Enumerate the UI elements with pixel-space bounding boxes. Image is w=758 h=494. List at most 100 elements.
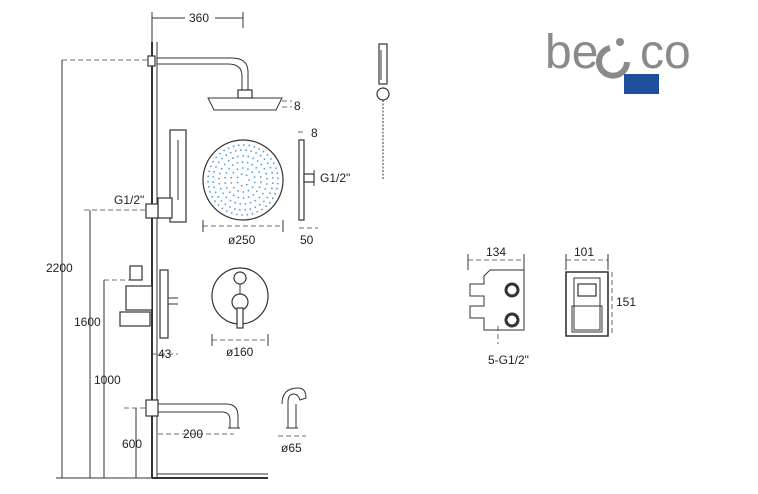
- shower-head-side: 8 G1/2" 50: [298, 126, 350, 247]
- nozzle-dot: [256, 190, 258, 193]
- nozzle-dot: [256, 160, 259, 162]
- nozzle-dot: [207, 185, 210, 188]
- nozzle-dot: [227, 159, 230, 162]
- nozzle-dot: [258, 171, 261, 174]
- nozzle-dot: [255, 152, 257, 154]
- nozzle-dot: [248, 179, 250, 181]
- nozzle-dot: [245, 183, 248, 186]
- nozzle-dot: [208, 170, 211, 173]
- spout-height-label: 600: [122, 437, 142, 451]
- nozzle-dot: [246, 161, 249, 164]
- height-dimensions: 2200 1600 1000 600: [46, 59, 152, 479]
- nozzle-dot: [213, 170, 216, 173]
- nozzle-dot: [241, 161, 244, 163]
- nozzle-dot: [272, 162, 275, 165]
- nozzle-dot: [269, 166, 272, 169]
- nozzle-dot: [247, 155, 250, 158]
- nozzle-dot: [213, 186, 215, 189]
- nozzle-dot: [248, 144, 251, 147]
- nozzle-dot: [258, 203, 261, 206]
- nozzle-dot: [263, 200, 265, 203]
- nozzle-dot: [259, 154, 262, 157]
- nozzle-dot: [224, 177, 227, 179]
- nozzle-dot: [212, 160, 215, 163]
- nozzle-dot: [228, 167, 231, 170]
- nozzle-dot: [217, 161, 220, 164]
- nozzle-dot: [229, 199, 232, 202]
- nozzle-dot: [276, 182, 279, 185]
- nozzle-dot: [270, 158, 272, 160]
- head-thickness-label: 8: [294, 99, 301, 113]
- nozzle-dot: [212, 181, 215, 184]
- head-depth-label: 50: [300, 233, 314, 247]
- nozzle-dot: [237, 190, 240, 192]
- nozzle-dot: [229, 206, 231, 208]
- nozzle-dot: [265, 183, 268, 185]
- mixer-projection-label: 43: [158, 347, 172, 361]
- nozzle-dot: [234, 150, 237, 152]
- concealed-box-side: 101 151: [565, 245, 636, 337]
- logo-drop-icon: [596, 45, 630, 79]
- nozzle-dot: [223, 149, 226, 152]
- box-width-label: 134: [486, 245, 506, 259]
- logo-text-co: co: [640, 26, 691, 79]
- nozzle-dot: [242, 155, 245, 157]
- nozzle-dot: [227, 147, 230, 150]
- nozzle-dot: [237, 196, 240, 199]
- nozzle-dot: [214, 191, 217, 194]
- nozzle-dot: [229, 151, 232, 154]
- shower-arm: 8: [157, 57, 301, 113]
- nozzle-dot: [226, 210, 228, 213]
- brand-logo: be co: [545, 26, 691, 94]
- nozzle-dot: [220, 200, 223, 202]
- nozzle-dot: [253, 181, 256, 184]
- spout-diameter-label: ø65: [281, 441, 302, 455]
- nozzle-dot: [271, 187, 273, 190]
- box-height-label: 151: [616, 295, 636, 309]
- nozzle-dot: [268, 201, 271, 204]
- nozzle-dot: [224, 203, 227, 206]
- nozzle-dot: [252, 194, 255, 196]
- hand-shower-holder: [157, 129, 187, 223]
- logo-drop-dot: [616, 38, 624, 46]
- nozzle-dot: [244, 209, 247, 211]
- nozzle-dot: [250, 150, 253, 153]
- nozzle-dot: [225, 187, 228, 189]
- nozzle-dot: [247, 168, 249, 171]
- nozzle-dot: [239, 202, 242, 205]
- nozzle-dot: [224, 182, 227, 185]
- nozzle-dot: [265, 205, 267, 208]
- nozzle-dot: [223, 163, 226, 166]
- nozzle-dot: [230, 182, 233, 184]
- nozzle-dot: [215, 166, 217, 168]
- inlet-top-thread-label: G1/2": [320, 171, 350, 185]
- nozzle-dot: [245, 149, 248, 152]
- nozzle-dot: [240, 184, 243, 187]
- nozzle-dot: [218, 177, 220, 180]
- nozzle-dot: [251, 171, 254, 174]
- spout-length-label: 200: [183, 427, 203, 441]
- box-depth-label: 101: [574, 245, 594, 259]
- nozzle-dot: [235, 213, 238, 216]
- nozzle-dot: [243, 144, 245, 146]
- nozzle-dot: [255, 166, 258, 169]
- plate-diameter-label: ø160: [226, 345, 254, 359]
- wall-column: [147, 42, 268, 479]
- nozzle-dot: [275, 167, 277, 170]
- shower-head-front: ø250: [202, 139, 284, 247]
- nozzle-dot: [232, 171, 235, 174]
- nozzle-dot: [258, 196, 261, 199]
- nozzle-dot: [259, 176, 262, 178]
- mid-height-label: 1000: [94, 373, 121, 387]
- nozzle-dot: [271, 171, 273, 174]
- nozzle-dot: [256, 211, 259, 213]
- nozzle-dot: [246, 213, 249, 216]
- nozzle-dot: [232, 194, 235, 197]
- nozzle-dot: [236, 162, 239, 164]
- nozzle-dot: [265, 172, 268, 175]
- column-spout: 200: [145, 399, 240, 441]
- nozzle-dot: [219, 152, 221, 155]
- nozzle-dot: [266, 154, 269, 156]
- nozzle-dot: [209, 165, 212, 168]
